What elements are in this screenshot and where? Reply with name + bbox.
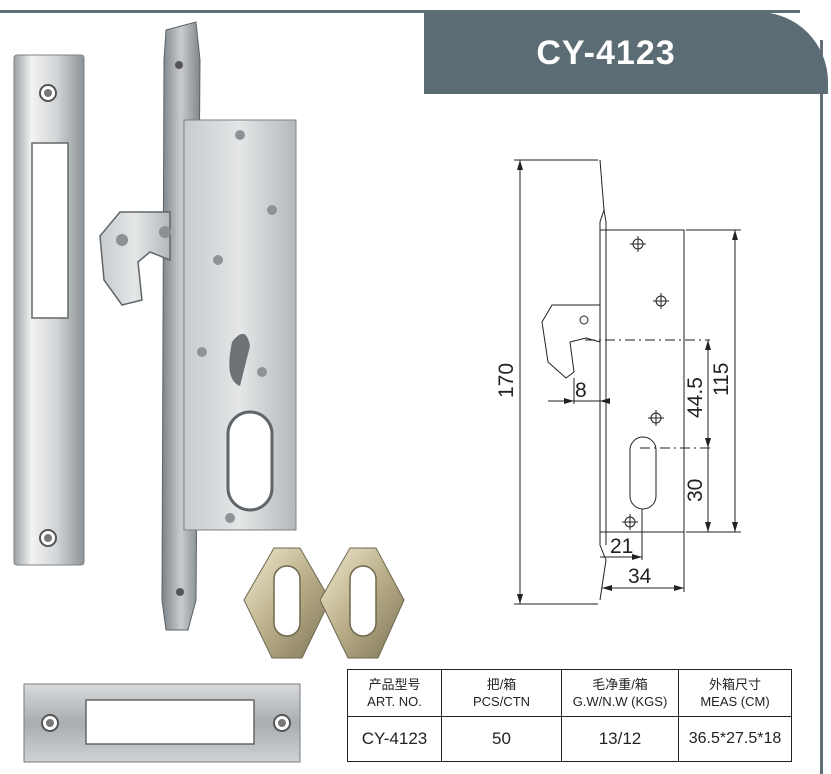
- strike-plate-vertical: [13, 54, 85, 566]
- cell-art-no: CY-4123: [347, 716, 442, 762]
- strike-plate-horizontal: [23, 683, 301, 763]
- frame-top-line: [0, 10, 800, 13]
- cell-weight: 13/12: [561, 716, 679, 762]
- escutcheon-right: [319, 547, 405, 659]
- header-meas: 外箱尺寸 MEAS (CM): [678, 669, 792, 717]
- spec-table: 产品型号 ART. NO. 把/箱 PCS/CTN 毛净重/箱 G.W/N.W …: [347, 669, 792, 762]
- dim-height-total: 170: [495, 363, 518, 398]
- escutcheon-left: [243, 547, 331, 659]
- cell-pcs-ctn: 50: [441, 716, 562, 762]
- dim-upper-span: 44.5: [684, 377, 707, 418]
- hook-bolt: [99, 211, 171, 306]
- product-photo: [13, 21, 405, 763]
- title-banner: CY-4123: [424, 12, 828, 94]
- product-title: CY-4123: [536, 33, 676, 72]
- cell-meas: 36.5*27.5*18: [678, 716, 792, 762]
- header-art-no: 产品型号 ART. NO.: [347, 669, 442, 717]
- dim-center-span: 115: [710, 363, 733, 396]
- dim-backset: 34: [628, 565, 652, 588]
- dim-cylinder-span: 30: [684, 479, 707, 502]
- frame-right-line: [820, 40, 823, 774]
- dim-latch-offset: 8: [575, 379, 587, 402]
- technical-drawing: 170 8 44.5 115 30 21 34: [495, 159, 741, 605]
- dim-backset-small: 21: [610, 535, 633, 558]
- header-weight: 毛净重/箱 G.W/N.W (KGS): [561, 669, 679, 717]
- lock-body: [183, 119, 297, 531]
- header-pcs-ctn: 把/箱 PCS/CTN: [441, 669, 562, 717]
